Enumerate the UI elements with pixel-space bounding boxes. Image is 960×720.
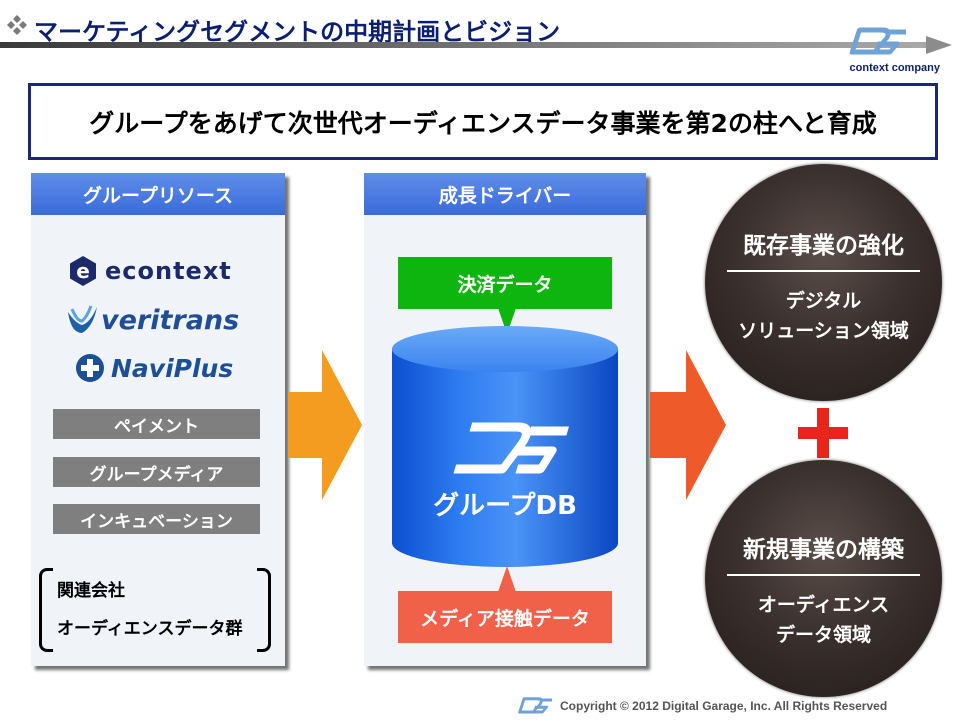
existing-business-circle: 既存事業の強化 デジタル ソリューション領域 [705, 164, 942, 401]
plus-icon [798, 408, 848, 458]
circle-divider [727, 270, 920, 272]
growth-drivers-panel: 成長ドライバー 決済データ グループDB メディア接触データ [364, 173, 646, 666]
media-data-pointer [498, 566, 516, 592]
segment-incubation: インキュベーション [53, 504, 260, 534]
new-business-title: 新規事業の構築 [743, 537, 904, 563]
veritrans-swoosh-icon [68, 305, 97, 333]
veritrans-logo: veritrans [65, 303, 239, 337]
circle-divider [727, 574, 920, 576]
bracket-right [257, 568, 271, 652]
bracket-left [39, 568, 53, 652]
audience-data-group-label: オーディエンスデータ群 [57, 619, 243, 639]
econtext-logo: e econtext [67, 255, 232, 287]
group-db-label: グループDB [433, 491, 577, 521]
vision-banner: グループをあげて次世代オーディエンスデータ事業を第2の柱へと育成 [28, 83, 938, 160]
econtext-name: econtext [105, 257, 232, 285]
existing-business-line-1: デジタル [785, 290, 862, 312]
naviplus-name: NaviPlus [111, 353, 234, 383]
group-resources-heading: グループリソース [31, 173, 285, 215]
header-arrow-icon [926, 36, 952, 54]
header-rule [0, 42, 930, 48]
arrow-right-icon [288, 350, 362, 500]
arrow-right-icon [650, 350, 726, 500]
econtext-e-icon: e [70, 256, 96, 286]
new-business-circle: 新規事業の構築 オーディエンス データ領域 [705, 460, 942, 697]
growth-drivers-heading: 成長ドライバー [364, 173, 646, 215]
page-title: マーケティングセグメントの中期計画とビジョン [34, 18, 561, 46]
svg-text:e: e [76, 259, 90, 283]
group-resources-panel: グループリソース e econtext veritrans NaviPlus ペ… [31, 173, 285, 666]
banner-text: グループをあげて次世代オーディエンスデータ事業を第2の柱へと育成 [89, 108, 877, 138]
existing-business-title: 既存事業の強化 [743, 233, 904, 259]
naviplus-cross-icon [76, 354, 104, 382]
diamond-cluster-icon [7, 15, 27, 35]
veritrans-name: veritrans [101, 304, 240, 336]
existing-business-line-2: ソリューション領域 [738, 320, 909, 342]
segment-payment: ペイメント [53, 409, 260, 439]
naviplus-logo: NaviPlus [75, 353, 233, 383]
segment-group-media: グループメディア [53, 457, 260, 487]
related-companies-label: 関連会社 [57, 581, 125, 601]
new-business-line-2: データ領域 [775, 624, 871, 646]
database-cylinder-icon [392, 326, 618, 567]
copyright-text: Copyright © 2012 Digital Garage, Inc. Al… [560, 699, 888, 713]
media-contact-data-callout: メディア接触データ [398, 591, 612, 643]
dg-logo-icon [518, 697, 552, 714]
payment-data-callout: 決済データ [398, 257, 612, 309]
dg-logo-icon [849, 27, 906, 55]
logo-caption: context company [849, 62, 940, 74]
new-business-line-1: オーディエンス [757, 594, 890, 616]
